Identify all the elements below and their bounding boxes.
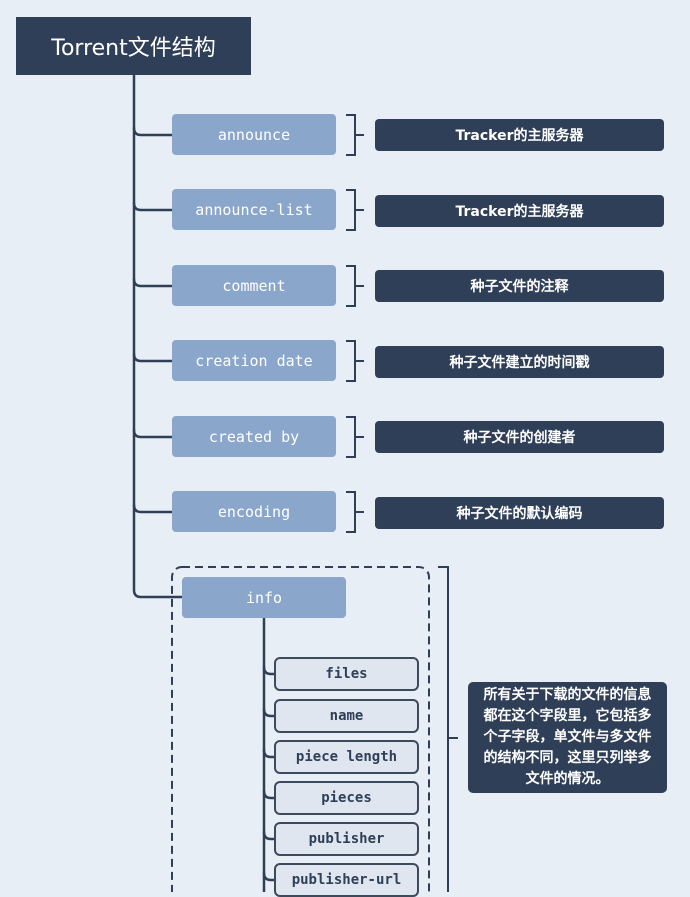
info-description: 所有关于下载的文件的信息都在这个字段里，它包括多个子字段，单文件与多文件的结构不… bbox=[468, 682, 667, 793]
key-announce: announce bbox=[172, 114, 336, 155]
info-field-piece-length: piece length bbox=[274, 740, 419, 774]
key-comment: comment bbox=[172, 265, 336, 306]
desc-announce: Tracker的主服务器 bbox=[375, 119, 664, 151]
key-info: info bbox=[182, 577, 346, 618]
info-field-pieces: pieces bbox=[274, 781, 419, 815]
key-announce-list: announce-list bbox=[172, 189, 336, 230]
key-created-by: created by bbox=[172, 416, 336, 457]
diagram-title: Torrent文件结构 bbox=[16, 17, 251, 75]
info-field-publisher: publisher bbox=[274, 822, 419, 856]
info-field-name: name bbox=[274, 699, 419, 733]
desc-created-by: 种子文件的创建者 bbox=[375, 421, 664, 453]
desc-creation-date: 种子文件建立的时间戳 bbox=[375, 346, 664, 378]
key-creation-date: creation date bbox=[172, 340, 336, 381]
info-field-files: files bbox=[274, 657, 419, 691]
key-encoding: encoding bbox=[172, 491, 336, 532]
desc-encoding: 种子文件的默认编码 bbox=[375, 497, 664, 529]
desc-announce-list: Tracker的主服务器 bbox=[375, 195, 664, 227]
desc-comment: 种子文件的注释 bbox=[375, 270, 664, 302]
